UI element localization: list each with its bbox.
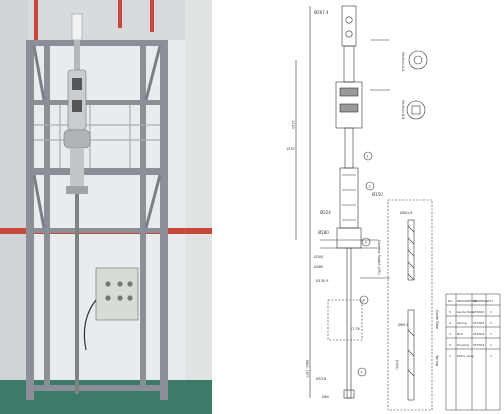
table-row-0-mat: STS304 bbox=[473, 310, 484, 314]
table-row-3-desc: Housing bbox=[457, 343, 469, 347]
label-guide: Guide Tube bbox=[435, 310, 439, 329]
section-b-view bbox=[406, 100, 426, 120]
detail-box bbox=[387, 199, 433, 411]
dim-1530: 1530 bbox=[286, 147, 295, 151]
rig-photo bbox=[0, 0, 212, 414]
dim-480: Ø480 bbox=[314, 264, 323, 269]
engineering-drawing: Ø267.4 Ø150 Ø224 Ø280 1530 Ø300 Ø480 Ø13… bbox=[250, 0, 504, 414]
table-row-2-no: 3 bbox=[449, 332, 451, 336]
section-a-label: Section A-A bbox=[401, 52, 405, 72]
label-unit: (Unit) bbox=[395, 360, 399, 370]
guide-tube bbox=[346, 247, 352, 399]
table-row-0-desc: Guide Tube bbox=[457, 310, 474, 314]
table-row-3-no: 2 bbox=[449, 343, 451, 347]
table-row-4-no: 1 bbox=[449, 354, 451, 358]
dim-top-diameter: Ø267.4 bbox=[314, 10, 329, 15]
table-row-4-mat: - bbox=[473, 354, 474, 358]
steel-frame bbox=[26, 40, 168, 400]
dim-60: Ø60 bbox=[322, 394, 329, 399]
dim-6691: Ø69.1 bbox=[398, 322, 408, 327]
callout-2: 2 bbox=[369, 185, 371, 189]
table-row-1-desc: Spring bbox=[457, 321, 467, 325]
control-box bbox=[83, 267, 139, 351]
callout-3: 3 bbox=[365, 241, 367, 245]
table-row-1-mat: STS304 bbox=[473, 321, 484, 325]
callout-5: 5 bbox=[361, 371, 363, 375]
dim-300: Ø300 bbox=[314, 254, 323, 259]
table-row-3-qty: 1 bbox=[490, 343, 492, 347]
dim-1778: 17.78 bbox=[350, 327, 360, 331]
table-row-1-no: 4 bbox=[449, 321, 451, 325]
table-row-0-qty: 1 bbox=[490, 310, 492, 314]
callout-1: 1 bbox=[367, 155, 369, 159]
table-row-3-mat: STS304 bbox=[473, 343, 484, 347]
table-row-1-qty: 1 bbox=[490, 321, 492, 325]
label-gamma: Gamma Rabbit (CRI) bbox=[377, 240, 381, 276]
table-header-mat: MATERIAL bbox=[473, 299, 488, 303]
rig-photo-illustration bbox=[0, 0, 212, 414]
section-b-label: Section B-B bbox=[401, 100, 405, 120]
table-header-desc: DESCRIPTION bbox=[457, 299, 477, 303]
drive-mechanism bbox=[63, 13, 91, 394]
table-row-2-mat: STS304 bbox=[473, 332, 484, 336]
dim-1309: Ø130.9 bbox=[316, 278, 328, 283]
table-row-2-qty: 1 bbox=[490, 332, 492, 336]
label-spring: Spring bbox=[435, 355, 439, 366]
top-housing bbox=[341, 5, 357, 47]
label-1230: 1230 bbox=[291, 120, 295, 129]
label-max: MAX. 18?? bbox=[305, 360, 309, 378]
guide-rod bbox=[75, 194, 79, 394]
section-a-view bbox=[408, 50, 428, 70]
callout-4: 4 bbox=[363, 299, 365, 303]
table-header-qty: QTY bbox=[487, 299, 493, 303]
table-row-0-no: 5 bbox=[449, 310, 451, 314]
dim-label-b: Ø224 bbox=[320, 210, 331, 215]
dim-538: Ø53.8 bbox=[316, 376, 326, 381]
dim-label-a: Ø150 bbox=[372, 192, 383, 197]
table-row-4-qty: 1 bbox=[490, 354, 492, 358]
table-row-4-desc: Motor Assy bbox=[457, 354, 474, 358]
table-header-no: No. bbox=[448, 299, 453, 303]
parts-table: No. DESCRIPTION MATERIAL QTY 5 Guide Tub… bbox=[445, 293, 501, 411]
dim-601: Ø601.8 bbox=[400, 210, 412, 215]
dim-280: Ø280 bbox=[318, 230, 329, 235]
drawing-canvas: Ø267.4 Ø150 Ø224 Ø280 1530 Ø300 Ø480 Ø13… bbox=[286, 5, 501, 411]
table-row-2-desc: Rod bbox=[457, 332, 463, 336]
